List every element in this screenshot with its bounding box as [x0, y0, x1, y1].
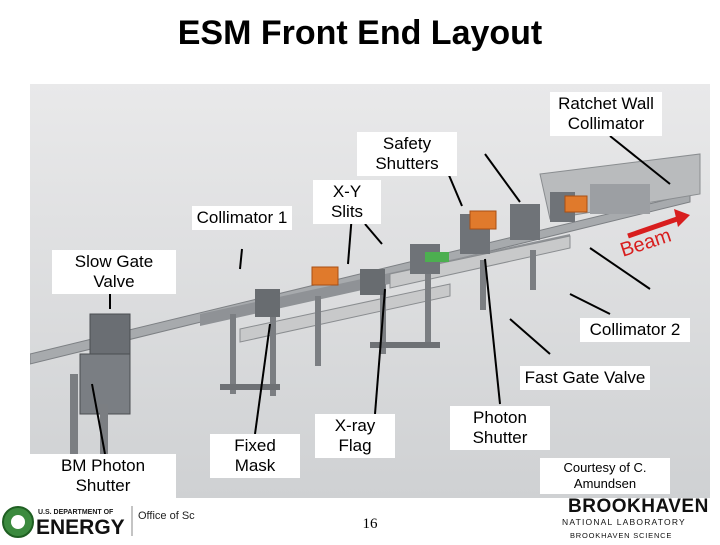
- label-slow-gate-valve: Slow Gate Valve: [52, 250, 176, 294]
- label-photon-shutter: Photon Shutter: [450, 406, 550, 450]
- svg-text:U.S. DEPARTMENT OF: U.S. DEPARTMENT OF: [38, 509, 114, 516]
- bnl-logo: BROOKHAVEN NATIONAL LABORATORY BROOKHAVE…: [560, 494, 720, 540]
- svg-text:Office of Science: Office of Science: [138, 510, 195, 522]
- svg-text:BROOKHAVEN SCIENCE: BROOKHAVEN SCIENCE: [570, 531, 672, 540]
- label-fast-gate-valve: Fast Gate Valve: [520, 366, 650, 390]
- label-safety-shutters: Safety Shutters: [357, 132, 457, 176]
- label-xray-flag: X-ray Flag: [315, 414, 395, 458]
- beamline-render: Ratchet Wall Collimator Safety Shutters …: [30, 84, 710, 498]
- label-collimator-2: Collimator 2: [580, 318, 690, 342]
- label-xy-slits: X-Y Slits: [313, 180, 381, 224]
- beamline-illustration: [30, 135, 701, 464]
- label-fixed-mask: Fixed Mask: [210, 434, 300, 478]
- label-bm-photon-shutter: BM Photon Shutter: [30, 454, 176, 498]
- svg-text:BROOKHAVEN: BROOKHAVEN: [568, 496, 709, 517]
- doe-logo: U.S. DEPARTMENT OF ENERGY Office of Scie…: [0, 500, 221, 540]
- label-courtesy: Courtesy of C. Amundsen: [540, 458, 670, 494]
- slide-title: ESM Front End Layout: [177, 14, 543, 52]
- label-ratchet-wall-collimator: Ratchet Wall Collimator: [550, 92, 662, 136]
- svg-text:ENERGY: ENERGY: [36, 516, 125, 539]
- svg-text:NATIONAL LABORATORY: NATIONAL LABORATORY: [562, 517, 686, 527]
- page-number: 16: [362, 516, 378, 532]
- label-collimator-1: Collimator 1: [192, 206, 292, 230]
